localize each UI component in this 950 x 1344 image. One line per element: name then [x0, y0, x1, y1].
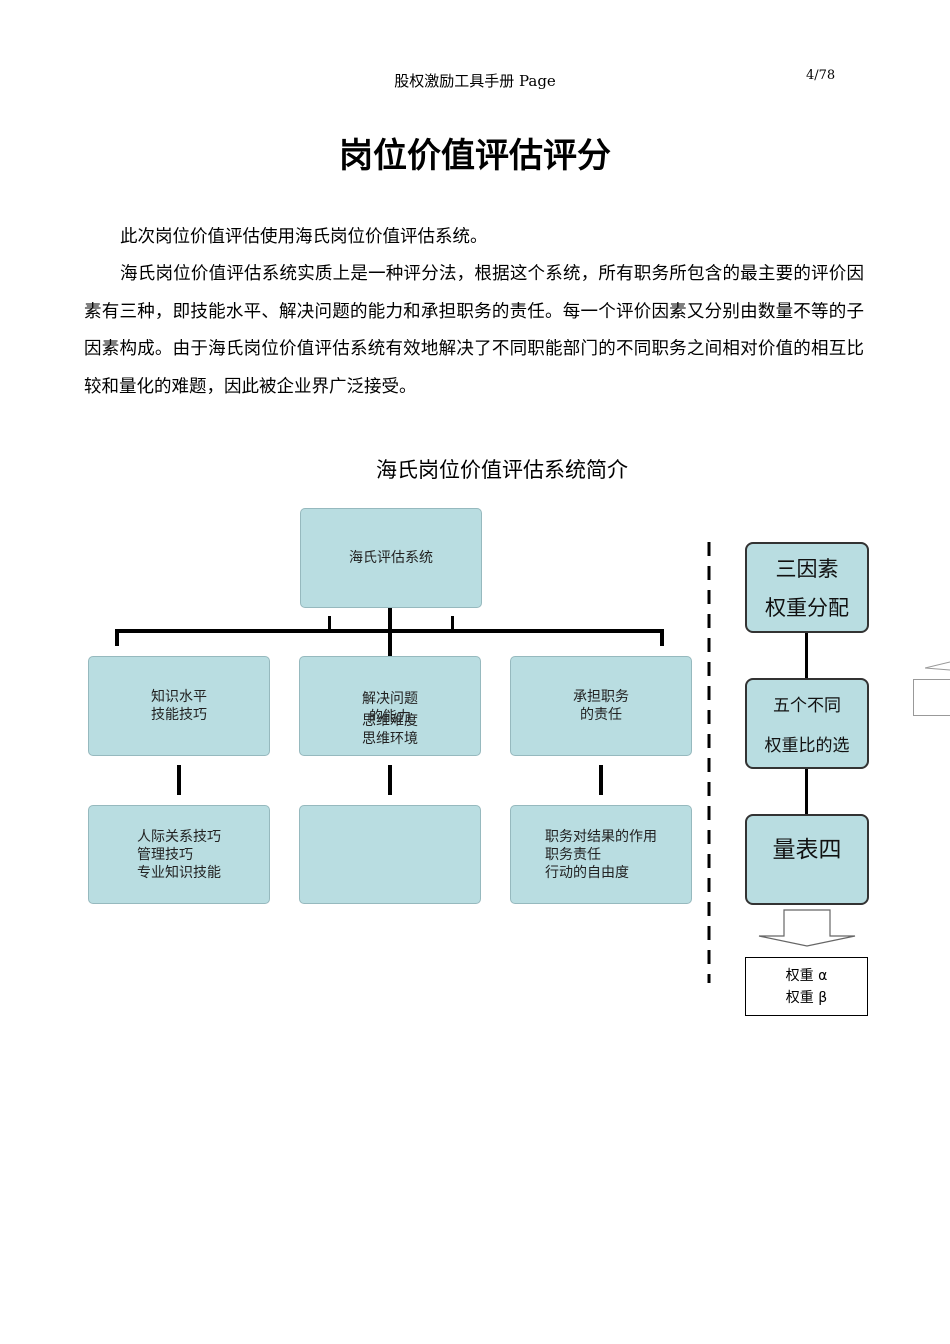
five-ratios-line-1: 五个不同 — [773, 696, 841, 717]
factor-knowledge-line-2: 技能技巧 — [151, 707, 207, 723]
factor-problem-line-1: 解决问题 — [362, 691, 418, 707]
factor-responsibility-line-1: 承担职务 — [573, 689, 629, 705]
subfactor-knowledge-line-2: 管理技巧 — [137, 846, 193, 863]
side-tab — [913, 679, 950, 716]
scale-four-box: 量表四 — [745, 814, 869, 905]
scale-four-label: 量表四 — [772, 837, 842, 863]
factor-problem-overlap: 思维难度 — [362, 713, 418, 729]
three-factor-box: 三因素 权重分配 — [745, 542, 869, 633]
connector-root-right — [451, 616, 454, 631]
subfactor-responsibility-line-2: 职务责任 — [545, 846, 601, 863]
down-arrow-icon — [758, 909, 856, 947]
connector-sub-1 — [177, 765, 181, 795]
connector-right-drop — [660, 629, 664, 646]
three-factor-line-1: 三因素 — [775, 556, 839, 581]
paragraph-1: 此次岗位价值评估使用海氏岗位价值评估系统。 — [120, 227, 488, 247]
flow-connector-1 — [805, 633, 808, 678]
factor-knowledge-line-1: 知识水平 — [151, 689, 207, 705]
diagram-title: 海氏岗位价值评估系统简介 — [376, 458, 628, 482]
factor-problem-line-2: 的能力 — [369, 709, 411, 725]
subfactor-problem-empty — [299, 805, 481, 904]
subfactor-responsibility: 职务对结果的作用 职务责任 行动的自由度 — [510, 805, 692, 904]
three-factor-line-2: 权重分配 — [765, 596, 849, 621]
connector-left-drop — [115, 629, 119, 646]
root-node-label: 海氏评估系统 — [349, 550, 433, 566]
dashed-separator — [707, 542, 711, 983]
page-number: 4/78 — [806, 68, 836, 83]
weight-alpha: 权重 α — [785, 967, 828, 984]
factor-knowledge: 知识水平 技能技巧 — [88, 656, 270, 756]
factor-responsibility-line-2: 的责任 — [580, 707, 622, 723]
page-title: 岗位价值评估评分 — [339, 136, 611, 176]
side-tab-arrow — [925, 661, 950, 671]
subfactor-responsibility-line-1: 职务对结果的作用 — [545, 828, 657, 845]
flow-connector-2 — [805, 769, 808, 814]
connector-root-left — [328, 616, 331, 631]
five-ratios-box: 五个不同 权重比的选 — [745, 678, 869, 769]
subfactor-responsibility-line-3: 行动的自由度 — [545, 864, 629, 881]
factor-problem-solving: 解决问题 的能力 思维难度 思维环境 — [299, 656, 481, 756]
factor-problem-line-3: 思维环境 — [362, 731, 418, 747]
five-ratios-line-2: 权重比的选 — [764, 735, 850, 756]
connector-root — [388, 608, 392, 631]
subfactor-knowledge: 人际关系技巧 管理技巧 专业知识技能 — [88, 805, 270, 904]
root-node: 海氏评估系统 — [300, 508, 482, 608]
factor-responsibility: 承担职务 的责任 — [510, 656, 692, 756]
connector-sub-2 — [388, 765, 392, 795]
weights-box: 权重 α 权重 β — [745, 957, 868, 1016]
paragraph-2: 海氏岗位价值评估系统实质上是一种评分法，根据这个系统，所有职务所包含的最主要的评… — [84, 264, 864, 397]
weight-beta: 权重 β — [785, 989, 828, 1006]
subfactor-knowledge-line-3: 专业知识技能 — [137, 864, 221, 881]
connector-sub-3 — [599, 765, 603, 795]
connector-middle-drop — [388, 631, 392, 657]
header-title: 股权激励工具手册 Page — [394, 72, 556, 90]
subfactor-knowledge-line-1: 人际关系技巧 — [137, 828, 221, 845]
